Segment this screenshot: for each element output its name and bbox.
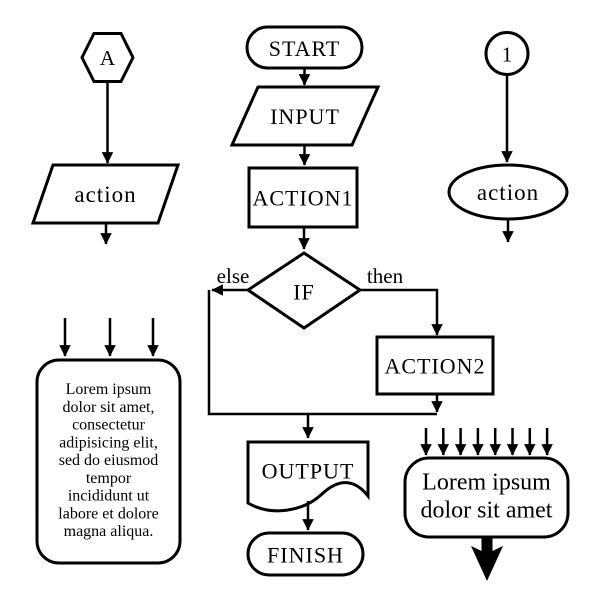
note-right-line: dolor sit amet [421,498,553,524]
start-terminator-shape [245,25,364,70]
note-left-line: adipisicing elit, [59,434,158,451]
action2-label: ACTION2 [384,354,485,379]
hexagon-connector-shape [80,32,135,83]
connector-if-then-to-action2 [360,288,443,336]
note-left-line: tempor [86,470,132,487]
action2-rectangle-shape [375,335,495,396]
note-right-line: Lorem ipsum [422,470,551,496]
big-down-arrow [471,535,503,581]
input-parallelogram-shape [229,85,381,147]
note-left-line: consectetur [72,417,146,434]
note-left-box-shape [35,358,182,565]
note-left-line: sed do eiusmod [59,452,159,469]
if-diamond-shape [245,251,363,330]
then-branch-label: then [367,264,404,288]
action1-label: ACTION1 [252,186,353,211]
circle-connector-label: 1 [502,43,513,67]
note-left-line: labore et dolore [58,505,158,522]
left-action-parallelogram-shape [30,163,181,225]
right-action-ellipse-shape [447,163,569,221]
connector-else-merge-line [207,290,437,416]
note-left-line: magna aliqua. [64,523,154,540]
action1-rectangle-shape [247,166,359,229]
note-right-box-shape [403,456,570,539]
else-branch-label: else [217,264,250,288]
output-document-shape [246,440,370,513]
left-action-label: action [74,182,136,207]
hexagon-connector-label: A [100,46,116,70]
note-left-line: Lorem ipsum [66,381,152,398]
right-action-label: action [477,180,539,205]
note-left-line: incididunt ut [68,488,150,505]
finish-terminator-shape [246,531,365,577]
finish-label: FINISH [267,543,344,568]
circle-connector-shape [484,31,530,76]
if-label: IF [293,280,315,305]
start-label: START [269,36,341,61]
input-label: INPUT [270,104,340,129]
output-label: OUTPUT [262,459,355,484]
note-left-line: dolor sit amet, [63,399,155,416]
